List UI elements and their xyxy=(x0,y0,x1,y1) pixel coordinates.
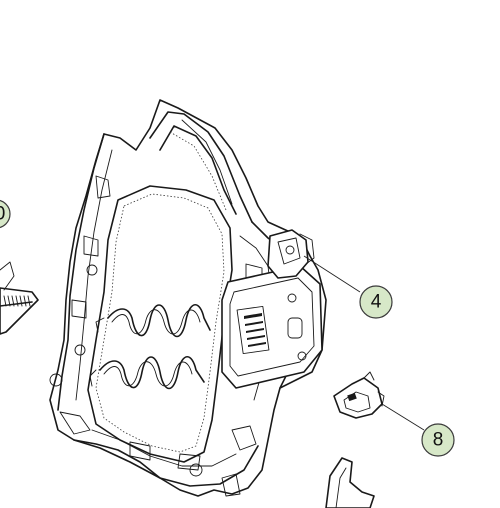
leader-line-4 xyxy=(303,255,361,293)
left-edge-part xyxy=(0,261,39,335)
seat-back-frame xyxy=(49,99,327,497)
callout-8: 8 xyxy=(421,423,455,457)
callout-label-4: 4 xyxy=(371,292,382,313)
callout-4: 4 xyxy=(359,285,393,319)
callout-label-8: 8 xyxy=(433,430,444,451)
bottom-cover-piece xyxy=(325,457,375,508)
callout-label-edge: 0 xyxy=(0,204,5,225)
leader-line-8 xyxy=(381,403,425,431)
callout-edge: 0 xyxy=(0,199,11,229)
part-8-clip xyxy=(333,371,385,419)
